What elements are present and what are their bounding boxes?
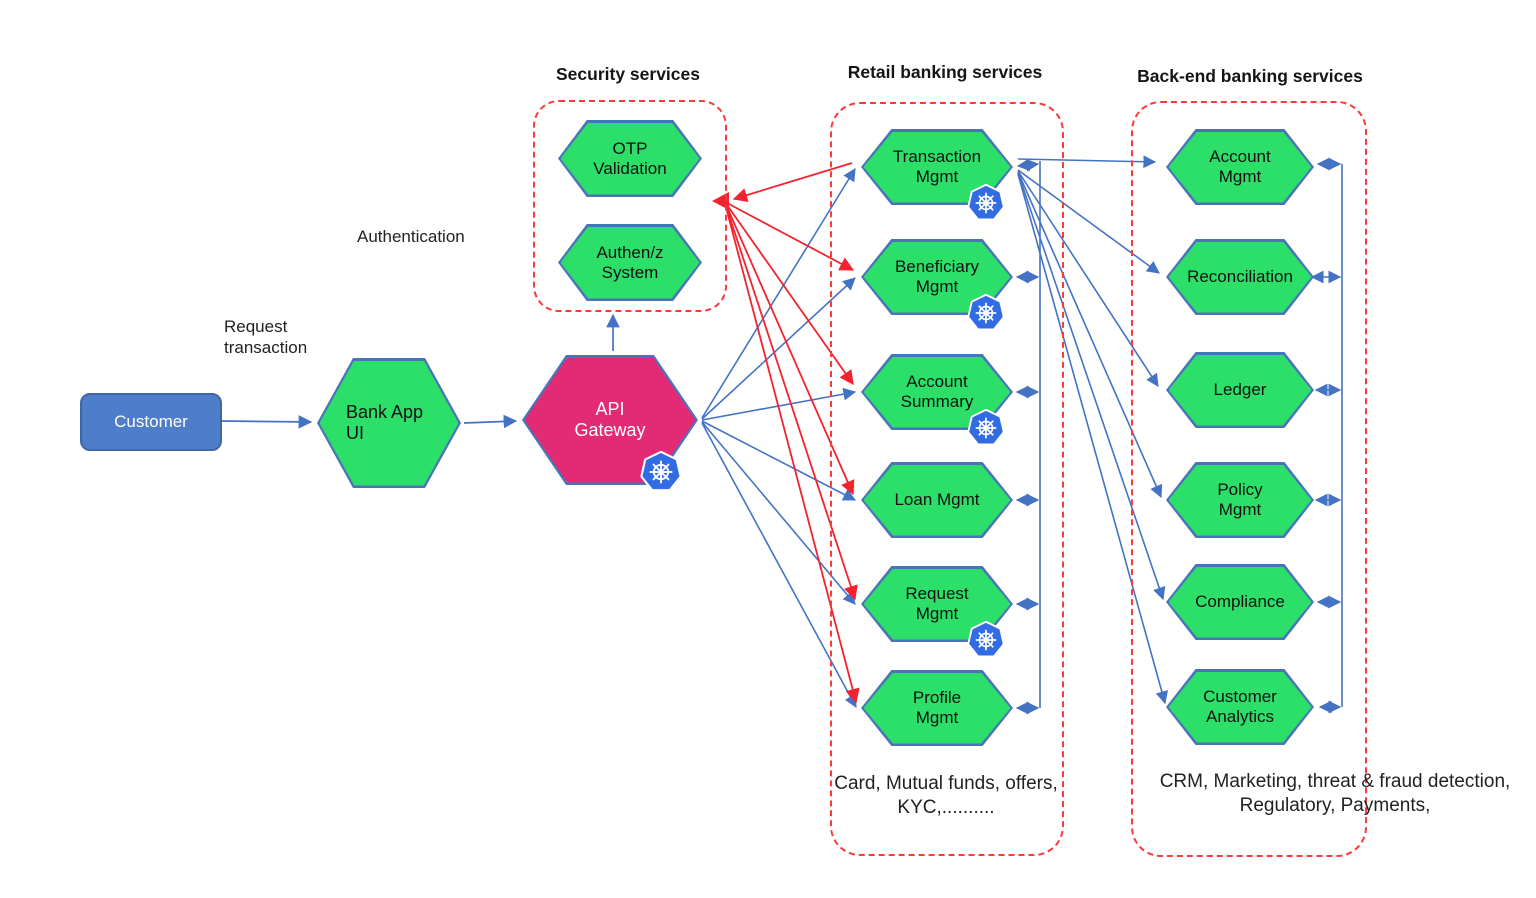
authentication-label: Authentication (357, 227, 465, 246)
retail-group-title: Retail banking services (847, 62, 1043, 82)
node-customer: Customer (80, 393, 222, 451)
security-red-arrows (712, 162, 860, 704)
security-services-group (533, 100, 727, 312)
backend-footer-note: CRM, Marketing, threat & fraud detection… (1159, 771, 1511, 816)
node-authenz-system: Authen/z System (558, 224, 702, 301)
backend-group-title: Back-end banking services (1137, 66, 1363, 86)
node-label: Transaction Mgmt (892, 147, 982, 186)
node-account-mgmt: Account Mgmt (1166, 129, 1314, 205)
node-reconciliation: Reconciliation (1166, 239, 1314, 315)
transaction-backend-arrows (1017, 155, 1169, 705)
kubernetes-icon (967, 184, 1005, 222)
node-label: Request Mgmt (905, 584, 969, 623)
node-label: OTP Validation (593, 138, 667, 178)
node-otp-validation: OTP Validation (558, 120, 702, 197)
node-label: Beneficiary Mgmt (894, 257, 980, 296)
api-gateway-label: API Gateway (574, 399, 646, 440)
node-label: Account Mgmt (1209, 147, 1271, 186)
node-policy-mgmt: Policy Mgmt (1166, 462, 1314, 538)
node-compliance: Compliance (1166, 564, 1314, 640)
node-label: Account Summary (900, 372, 974, 411)
kubernetes-icon (967, 621, 1005, 659)
request-transaction-label: Request transaction (224, 317, 308, 358)
retail-services-group (830, 102, 1064, 856)
node-bank-app-ui: Bank App UI (317, 358, 461, 488)
node-api-gateway: API Gateway (522, 355, 698, 485)
node-label: Customer Analytics (1203, 687, 1277, 726)
node-customer-analytics: Customer Analytics (1166, 669, 1314, 745)
kubernetes-icon (640, 451, 682, 493)
kubernetes-icon (967, 294, 1005, 332)
retail-bus-line (1015, 158, 1041, 715)
security-group-title: Security services (556, 64, 700, 84)
node-profile-mgmt: Profile Mgmt (861, 670, 1013, 746)
node-label: Policy Mgmt (1217, 480, 1263, 519)
customer-label: Customer (114, 412, 188, 431)
node-request-mgmt: Request Mgmt (861, 566, 1013, 642)
flow-arrows (220, 313, 620, 429)
node-label: Reconciliation (1187, 267, 1293, 287)
node-label: Loan Mgmt (894, 490, 980, 510)
bank-app-label: Bank App UI (346, 402, 424, 443)
node-account-summary: Account Summary (861, 354, 1013, 430)
node-label: Compliance (1195, 592, 1285, 612)
node-label: Profile Mgmt (912, 688, 962, 727)
node-label: Authen/z System (596, 242, 664, 282)
backend-services-group (1131, 101, 1367, 857)
backend-bus-line (1310, 157, 1343, 714)
retail-footer-note: Card, Mutual funds, offers, KYC,........… (834, 773, 1058, 818)
node-beneficiary-mgmt: Beneficiary Mgmt (861, 239, 1013, 315)
node-ledger: Ledger (1166, 352, 1314, 428)
node-loan-mgmt: Loan Mgmt (861, 462, 1013, 538)
node-transaction-mgmt: Transaction Mgmt (861, 129, 1013, 205)
kubernetes-icon (967, 409, 1005, 447)
node-label: Ledger (1213, 380, 1267, 400)
